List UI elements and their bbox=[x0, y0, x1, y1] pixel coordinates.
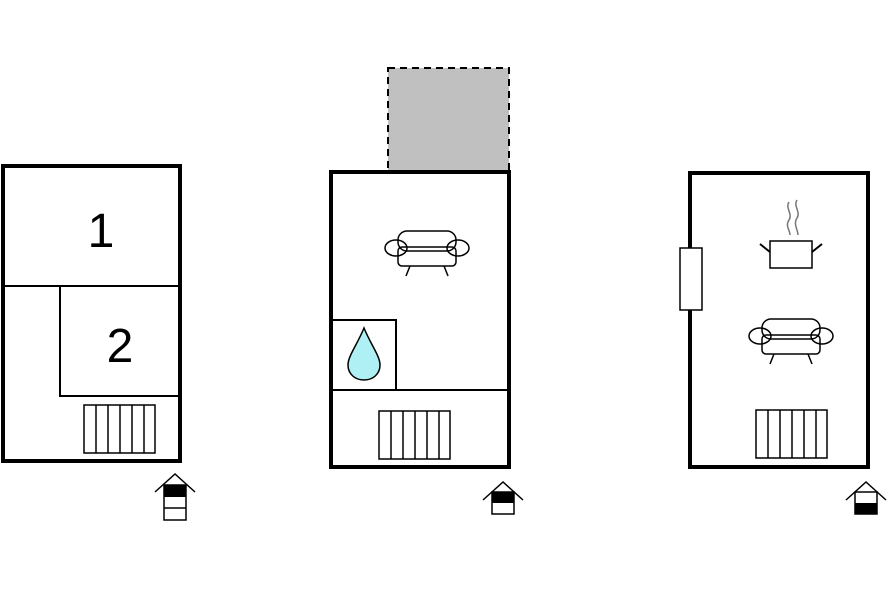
room-2-wall bbox=[59, 286, 180, 397]
window-icon bbox=[679, 247, 703, 311]
sofa-icon bbox=[384, 230, 470, 277]
floor-indicator-bottom-icon bbox=[845, 480, 887, 515]
room-2-label: 2 bbox=[107, 320, 134, 373]
floor-indicator-top-icon bbox=[154, 472, 196, 521]
sofa-icon bbox=[748, 318, 834, 365]
floor-indicator-middle-icon bbox=[482, 480, 524, 515]
floor-plan-right bbox=[679, 171, 887, 515]
stairs-icon bbox=[83, 404, 156, 454]
terrace-area bbox=[387, 67, 510, 172]
room-1-label: 1 bbox=[88, 205, 115, 258]
outer-wall bbox=[688, 171, 870, 469]
bathroom-wall bbox=[331, 319, 397, 390]
stairs-icon bbox=[378, 410, 451, 460]
bathroom-drop-icon bbox=[347, 326, 381, 381]
floor-plan-middle bbox=[329, 67, 524, 515]
floor-plan-left: 1 2 bbox=[1, 164, 196, 521]
kitchen-pot-icon bbox=[759, 199, 823, 269]
outer-wall bbox=[1, 164, 182, 463]
stairs-icon bbox=[755, 409, 828, 459]
